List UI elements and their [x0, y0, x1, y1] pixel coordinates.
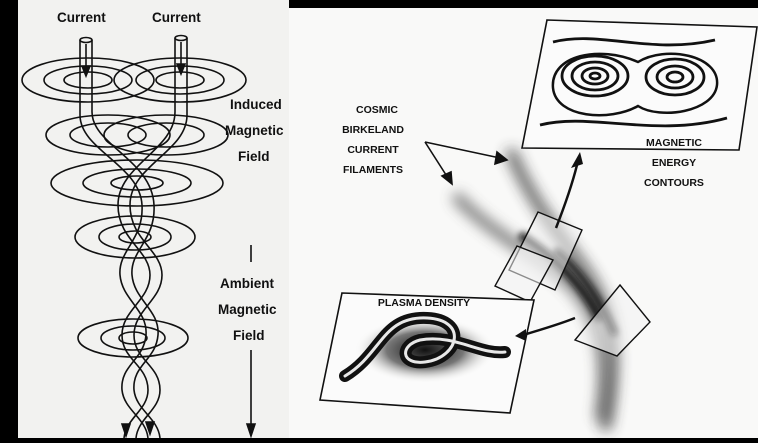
projection-arrowheads	[515, 152, 583, 341]
filament-label-arrows	[424, 141, 509, 186]
induced-field-label-line2: Magnetic	[225, 123, 284, 138]
contours-label-line2: ENERGY	[652, 157, 696, 169]
filaments-label-line3: CURRENT	[347, 144, 399, 156]
ambient-field-label-line1: Ambient	[220, 276, 275, 291]
plasma-density-label: PLASMA DENSITY	[378, 297, 470, 309]
current-direction-arrows	[80, 42, 187, 439]
ambient-field-label-line3: Field	[233, 328, 265, 343]
plasma-density-plate	[319, 292, 535, 414]
ambient-field-arrow	[245, 245, 257, 439]
current-label-left: Current	[57, 10, 106, 25]
filaments-label-line4: FILAMENTS	[343, 164, 403, 176]
induced-field-label-line1: Induced	[230, 97, 282, 112]
current-label-right: Current	[152, 10, 201, 25]
filaments-label-line2: BIRKELAND	[342, 124, 404, 136]
twisted-current-filaments	[79, 34, 188, 439]
slice-planes	[494, 211, 651, 357]
ambient-field-label-line2: Magnetic	[218, 302, 277, 317]
filaments-label-line1: COSMIC	[356, 104, 398, 116]
projection-arrows	[522, 164, 579, 337]
induced-field-label-line3: Field	[238, 149, 270, 164]
contours-label-line1: MAGNETIC	[646, 137, 702, 149]
magnetic-energy-contours-plate	[521, 19, 758, 151]
contours-label-line3: CONTOURS	[644, 177, 704, 189]
